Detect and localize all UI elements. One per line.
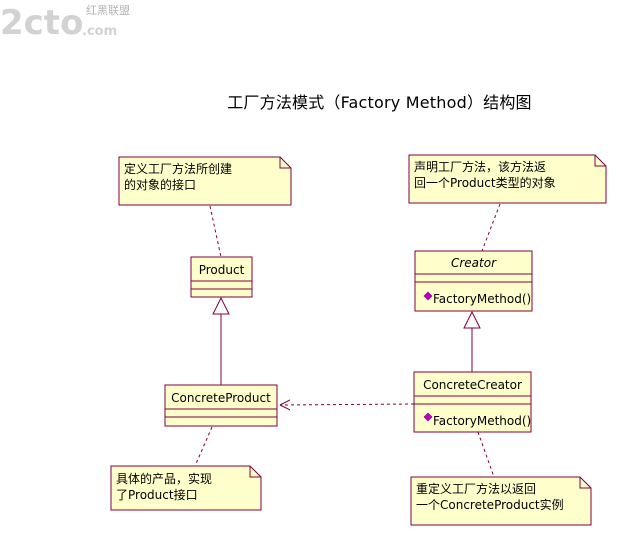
generalization-concretecreator-creator [463,310,481,372]
note-anchor-concrete-product [194,426,213,467]
note-creator: 声明工厂方法，该方法返 回一个Product类型的对象 [408,154,607,204]
diagram-title: 工厂方法模式（Factory Method）结构图 [227,93,532,112]
note-anchor-creator [481,203,501,252]
class-creator-method: FactoryMethod() [433,292,531,306]
note-concrete-creator-line-1: 重定义工厂方法以返回 [416,481,536,496]
class-product[interactable]: Product [190,256,253,298]
watermark-label: 红黑联盟 [86,4,130,17]
note-creator-line-2: 回一个Product类型的对象 [414,175,556,190]
note-concrete-product: 具体的产品，实现 了Product接口 [110,465,262,511]
watermark-logo: 2cto .com 红黑联盟 [0,3,130,40]
class-concrete-product[interactable]: ConcreteProduct [164,384,278,427]
class-concrete-creator-method: FactoryMethod() [433,414,531,428]
note-anchors [194,203,501,478]
class-concrete-product-name: ConcreteProduct [171,391,271,405]
class-concrete-creator-name: ConcreteCreator [423,378,522,392]
note-product: 定义工厂方法所创建 的对象的接口 [118,156,292,206]
note-product-line-1: 定义工厂方法所创建 [124,161,232,176]
method-icon [423,412,433,422]
note-concrete-product-line-1: 具体的产品，实现 [116,471,212,486]
note-concrete-product-line-2: 了Product接口 [116,487,198,502]
dependency-arrow [280,404,415,405]
note-anchor-concrete-creator [477,431,495,478]
class-creator[interactable]: Creator FactoryMethod() [414,250,533,312]
class-product-name: Product [199,263,245,277]
watermark-suffix: .com [82,24,117,39]
note-creator-line-1: 声明工厂方法，该方法返 [414,159,546,174]
generalization-concreteproduct-product [212,296,230,385]
note-concrete-creator: 重定义工厂方法以返回 一个ConcreteProduct实例 [410,476,592,526]
class-concrete-creator[interactable]: ConcreteCreator FactoryMethod() [413,371,532,433]
note-anchor-product [209,205,222,258]
class-creator-name: Creator [451,256,497,270]
note-concrete-creator-line-2: 一个ConcreteProduct实例 [416,497,564,512]
watermark-logo-text: 2cto [0,3,83,40]
method-icon [423,291,433,301]
note-product-line-2: 的对象的接口 [124,177,196,192]
